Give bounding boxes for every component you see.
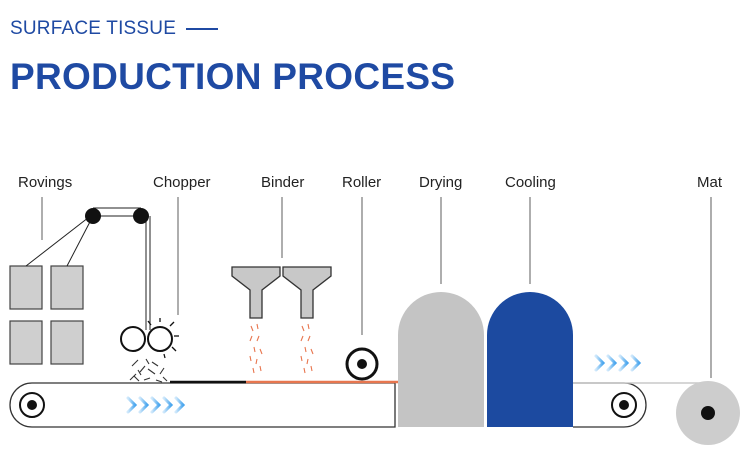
mat-roll: [676, 381, 740, 445]
binder-spray: [249, 323, 314, 374]
subtitle-underline: [186, 28, 219, 30]
binder-dispensers: [231, 266, 332, 319]
binder-nozzle-2: [282, 266, 332, 319]
output-conveyor: [573, 382, 708, 428]
binder-nozzle-1: [231, 266, 281, 319]
guide-pulley-right: [133, 208, 149, 224]
page-title: PRODUCTION PROCESS: [10, 56, 456, 97]
guide-pulley-left: [85, 208, 101, 224]
roller: [345, 347, 379, 381]
label-mat: Mat: [697, 174, 723, 191]
chopper: [120, 318, 179, 383]
label-binder: Binder: [261, 174, 304, 191]
conveyor-belt: [9, 380, 398, 428]
subtitle-row: SURFACE TISSUE: [10, 18, 455, 40]
cooling-chamber: [487, 292, 573, 427]
subtitle: SURFACE TISSUE: [10, 18, 177, 39]
drying-chamber: [398, 292, 484, 427]
header: SURFACE TISSUE PRODUCTION PROCESS: [10, 18, 455, 98]
roving-box: [50, 320, 84, 365]
flow-arrows-belt: [126, 396, 186, 414]
roving-box: [9, 320, 43, 365]
roving-box: [50, 265, 84, 310]
label-roller: Roller: [342, 174, 381, 191]
leader-lines: [41, 197, 712, 378]
roving-threads: [25, 207, 151, 330]
roving-boxes: [9, 265, 84, 365]
roving-box: [9, 265, 43, 310]
label-drying: Drying: [419, 174, 462, 191]
label-cooling: Cooling: [505, 174, 556, 191]
label-chopper: Chopper: [153, 174, 211, 191]
label-rovings: Rovings: [18, 174, 72, 191]
flow-arrows-output: [594, 354, 642, 372]
